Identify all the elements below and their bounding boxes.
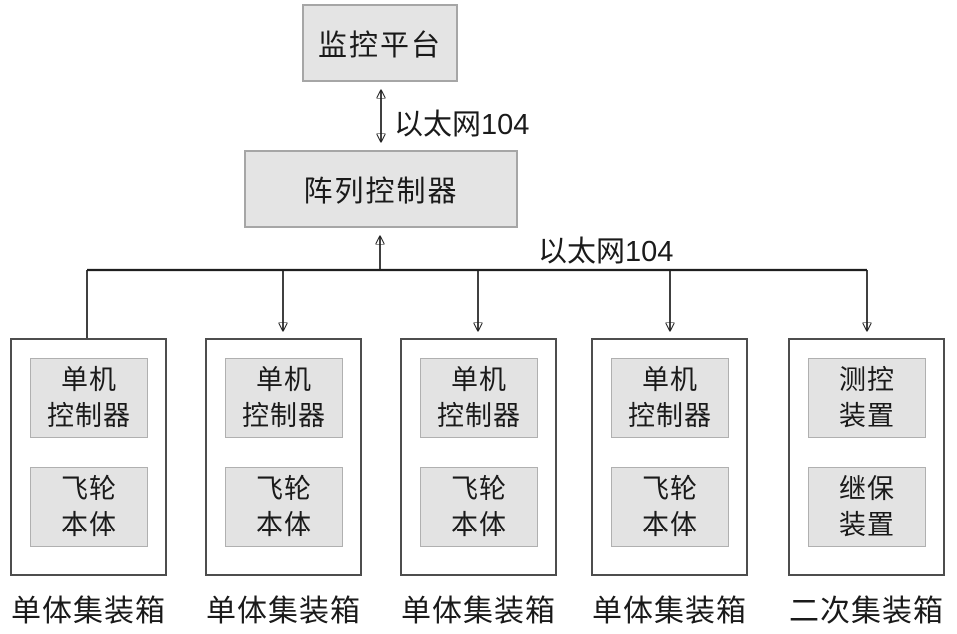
container-2-unit-controller-box: 单机 控制器 <box>225 358 343 438</box>
flywheel-body-line2: 本体 <box>61 510 117 540</box>
relay-protection-line1: 继保 <box>839 474 895 504</box>
relay-protection-line2: 装置 <box>839 510 895 540</box>
container-3-flywheel-body-box: 飞轮 本体 <box>420 467 538 547</box>
flywheel-body-line1: 飞轮 <box>451 474 507 504</box>
container-5-measure-control-box: 测控 装置 <box>808 358 926 438</box>
measure-control-line2: 装置 <box>839 401 895 431</box>
array-controller-box: 阵列控制器 <box>244 150 518 228</box>
unit-controller-line2: 控制器 <box>47 401 131 431</box>
container-4: 单机 控制器 飞轮 本体 <box>591 338 748 576</box>
unit-controller-line1: 单机 <box>451 365 507 395</box>
array-controller-label: 阵列控制器 <box>303 176 459 208</box>
container-1: 单机 控制器 飞轮 本体 <box>10 338 167 576</box>
flywheel-body-line1: 飞轮 <box>642 474 698 504</box>
flywheel-body-line2: 本体 <box>256 510 312 540</box>
container-3-caption: 单体集装箱 <box>401 595 556 628</box>
container-2-flywheel-body-box: 飞轮 本体 <box>225 467 343 547</box>
container-2-caption: 单体集装箱 <box>206 595 361 628</box>
container-3: 单机 控制器 飞轮 本体 <box>400 338 557 576</box>
container-3-unit-controller-box: 单机 控制器 <box>420 358 538 438</box>
flywheel-body-line1: 飞轮 <box>61 474 117 504</box>
unit-controller-line2: 控制器 <box>628 401 712 431</box>
container-2: 单机 控制器 飞轮 本体 <box>205 338 362 576</box>
container-5-caption: 二次集装箱 <box>789 595 944 628</box>
container-1-caption: 单体集装箱 <box>11 595 166 628</box>
container-4-flywheel-body-box: 飞轮 本体 <box>611 467 729 547</box>
flywheel-body-line2: 本体 <box>642 510 698 540</box>
flywheel-body-line2: 本体 <box>451 510 507 540</box>
ethernet-label-2: 以太网104 <box>538 236 674 268</box>
container-5: 测控 装置 继保 装置 <box>788 338 945 576</box>
container-1-unit-controller-box: 单机 控制器 <box>30 358 148 438</box>
monitor-platform-box: 监控平台 <box>302 4 458 82</box>
unit-controller-line2: 控制器 <box>242 401 326 431</box>
container-4-caption: 单体集装箱 <box>592 595 747 628</box>
unit-controller-line1: 单机 <box>61 365 117 395</box>
container-1-flywheel-body-box: 飞轮 本体 <box>30 467 148 547</box>
container-5-relay-protection-box: 继保 装置 <box>808 467 926 547</box>
monitor-platform-label: 监控平台 <box>317 30 442 62</box>
flywheel-body-line1: 飞轮 <box>256 474 312 504</box>
unit-controller-line1: 单机 <box>642 365 698 395</box>
unit-controller-line2: 控制器 <box>437 401 521 431</box>
unit-controller-line1: 单机 <box>256 365 312 395</box>
container-4-unit-controller-box: 单机 控制器 <box>611 358 729 438</box>
ethernet-label-1: 以太网104 <box>394 109 530 141</box>
measure-control-line1: 测控 <box>839 365 895 395</box>
